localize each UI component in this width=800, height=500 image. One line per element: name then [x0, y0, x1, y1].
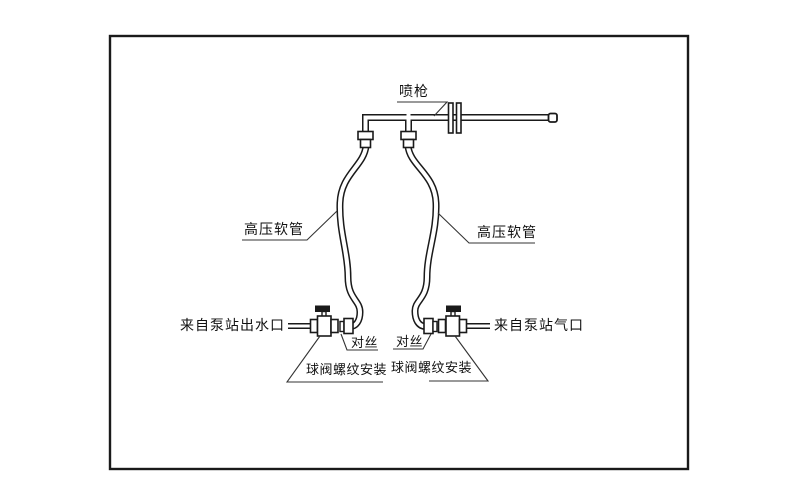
leader-hose-right — [437, 212, 535, 244]
figure-border — [108, 34, 690, 471]
label-pump-air-port: 来自泵站气口 — [494, 317, 584, 333]
leader-hose-left — [242, 210, 338, 241]
valve-body-right — [445, 315, 461, 337]
label-pump-water-outlet: 来自泵站出水口 — [180, 317, 285, 333]
label-ball-valve-right: 球阀螺纹安装 — [391, 360, 473, 375]
leader-nipple-right — [393, 333, 432, 350]
tube-interiors — [288, 114, 552, 329]
hose-coupling-top-left — [357, 130, 374, 149]
leader-ball-valve-left — [285, 335, 383, 383]
label-nipple-left: 对丝 — [351, 335, 379, 350]
label-spray-gun: 喷枪 — [399, 83, 429, 99]
valve-handle-right — [446, 305, 461, 312]
nipple-left — [343, 317, 354, 335]
ball-valve-assembly-right — [423, 305, 468, 337]
spray-gun-flange — [447, 102, 462, 134]
label-ball-valve-left: 球阀螺纹安装 — [306, 362, 388, 377]
nipple-right — [423, 317, 434, 335]
label-nipple-right: 对丝 — [396, 334, 424, 349]
valve-body-left — [316, 315, 332, 337]
leader-lines — [242, 101, 535, 383]
nipple-collar-right — [432, 320, 438, 333]
valve-handle-left — [315, 305, 330, 312]
label-hp-hose-left: 高压软管 — [244, 221, 304, 237]
leader-ball-valve-right — [429, 335, 490, 382]
leader-spray-gun — [397, 101, 449, 117]
label-hp-hose-right: 高压软管 — [477, 224, 537, 240]
barrel-end-cap — [547, 112, 558, 123]
hose-coupling-top-right — [400, 130, 417, 149]
leader-nipple-left — [340, 333, 378, 351]
ball-valve-assembly-left — [309, 305, 354, 337]
